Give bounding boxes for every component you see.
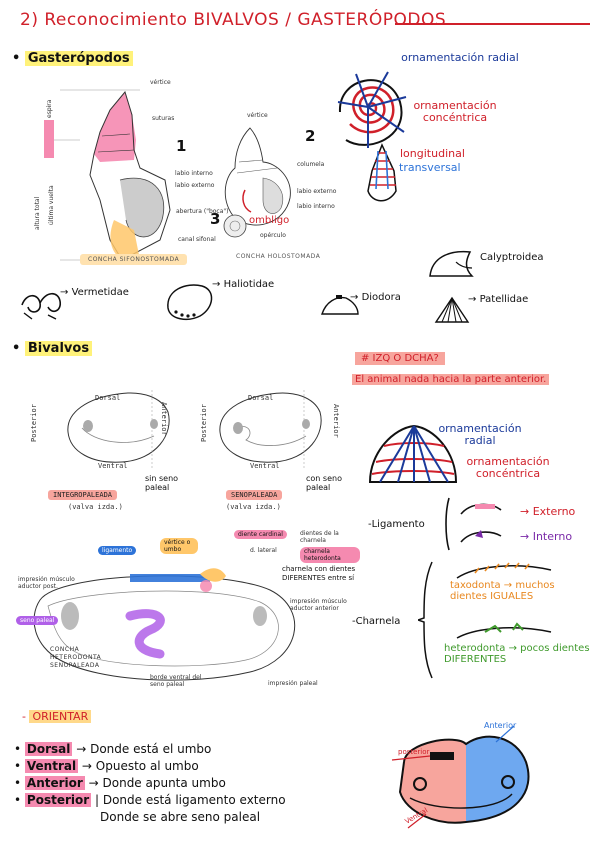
label-pallial-line: impresión paleal bbox=[268, 680, 318, 687]
haliotidae-sketch bbox=[167, 284, 213, 321]
left-valve-note: (valva izda.) bbox=[68, 503, 123, 511]
orient-posterior: • Posterior | Donde está ligamento exter… bbox=[14, 793, 286, 807]
bivalve-question: # IZQ O DCHA? bbox=[355, 352, 445, 365]
integropalliate-valve-figure bbox=[67, 390, 170, 470]
label-hinge-type: -Charnela bbox=[352, 616, 401, 627]
diodora-sketch bbox=[321, 295, 359, 315]
label-inner-lip-1: labio interno bbox=[175, 170, 213, 177]
label-lateral-tooth: d. lateral bbox=[250, 547, 277, 554]
heterodont-inner-valve-figure bbox=[33, 568, 296, 681]
label-bivalve-concentric: ornamentación concéntrica bbox=[466, 455, 550, 480]
label-last-whorl: última vuelta bbox=[48, 185, 55, 225]
left-valve-ventral: Ventral bbox=[98, 462, 128, 470]
title-underline bbox=[395, 23, 590, 25]
label-heterodont-hinge: charnela heterodonta bbox=[300, 547, 360, 563]
label-gastro-radial: ornamentación radial bbox=[401, 51, 519, 64]
bivalve-answer: El animal nada hacia la parte anterior. bbox=[352, 372, 572, 388]
diagram-label-anterior: Anterior bbox=[484, 721, 517, 730]
label-sinus-border: borde ventral del seno paleal bbox=[150, 674, 202, 688]
label-ligament-external: → Externo bbox=[520, 505, 576, 518]
orientation-diagram bbox=[391, 725, 530, 829]
figure-number-1: 1 bbox=[176, 137, 187, 155]
label-total-height: altura total bbox=[34, 196, 41, 230]
section-orient-heading: - ORIENTAR bbox=[22, 710, 92, 723]
page-title: 2) Reconocimiento BIVALVOS / GASTERÓPODO… bbox=[20, 10, 447, 30]
right-valve-posterior: Posterior bbox=[200, 404, 208, 442]
label-vertex-2: vértice bbox=[247, 112, 268, 119]
label-post-muscle: impresión músculo aductor post. bbox=[18, 576, 75, 590]
label-pallial-sinus: seno paleal bbox=[16, 616, 59, 625]
diagram-label-posterior: posterior bbox=[398, 748, 430, 756]
orient-posterior-extra: Donde se abre seno paleal bbox=[100, 810, 261, 824]
label-ligament-internal: → Interno bbox=[520, 530, 573, 543]
label-inner-lip-2: labio interno bbox=[297, 203, 335, 210]
holostome-shell-figure bbox=[223, 127, 291, 238]
right-valve-ventral: Ventral bbox=[250, 462, 280, 470]
note-hinge-different-teeth: charnela con dientes DIFERENTES entre sí bbox=[282, 565, 356, 582]
orient-dorsal: • Dorsal → Donde está el umbo bbox=[14, 742, 212, 756]
label-transversal: transversal bbox=[399, 161, 461, 174]
label-ligament: ligamento bbox=[98, 546, 137, 555]
label-umbilicus: ombligo bbox=[249, 215, 290, 226]
label-haliotidae: → Haliotidae bbox=[212, 279, 275, 290]
label-longitudinal: longitudinal bbox=[400, 147, 465, 160]
ligament-types-sketch bbox=[445, 497, 502, 551]
label-heterodont: heterodonta → pocos dientes DIFERENTES bbox=[444, 643, 590, 665]
label-siphonal-canal: canal sifonal bbox=[178, 236, 216, 243]
label-bivalve-radial: ornamentación radial bbox=[438, 422, 522, 447]
orient-ventral: • Ventral → Opuesto al umbo bbox=[14, 759, 199, 773]
heterodont-hinge-sketch bbox=[456, 622, 552, 639]
label-integropalliate: INTEGROPALEADA bbox=[48, 490, 118, 500]
label-calyptroidea: Calyptroidea bbox=[480, 252, 544, 263]
label-diodora: → Diodora bbox=[350, 292, 401, 303]
note-with-sinus: con seno paleal bbox=[306, 474, 342, 492]
right-valve-dorsal: Dorsal bbox=[248, 394, 274, 402]
label-sinupalliate: SENOPALEADA bbox=[226, 490, 283, 500]
label-ligament-type: -Ligamento bbox=[368, 519, 425, 530]
figure-number-2: 2 bbox=[305, 127, 316, 145]
label-cardinal-tooth: diente cardinal bbox=[234, 530, 287, 539]
bivalve-ornament-sketch bbox=[368, 424, 458, 483]
vermetidae-sketch bbox=[21, 292, 62, 320]
caption-siphonostome: CONCHA SIFONOSTOMADA bbox=[80, 254, 188, 265]
snail-ornament-sketch bbox=[337, 71, 407, 148]
label-operculum: opérculo bbox=[260, 232, 286, 239]
section-gastropods-heading: • Gasterópodos bbox=[12, 51, 133, 66]
label-aperture: abertura ("boca") bbox=[176, 208, 229, 215]
patellidae-sketch bbox=[434, 296, 470, 323]
label-outer-lip-1: labio externo bbox=[175, 182, 215, 189]
note-no-sinus: sin seno paleal bbox=[145, 474, 179, 492]
label-sutures: suturas bbox=[152, 115, 175, 122]
label-columella: columela bbox=[297, 161, 325, 168]
taxodont-hinge-sketch bbox=[456, 562, 552, 579]
label-umbo: vértice o umbo bbox=[160, 538, 198, 554]
calyptroidea-sketch bbox=[429, 250, 474, 277]
hinge-brace bbox=[418, 561, 433, 679]
label-hinge-teeth: dientes de la charnela bbox=[300, 530, 339, 544]
caption-heterodont: CONCHA HETERODONTA SENOPALEADA bbox=[50, 646, 102, 669]
label-patellidae: → Patellidae bbox=[468, 294, 529, 305]
left-valve-dorsal: Dorsal bbox=[95, 394, 121, 402]
right-valve-note: (valva izda.) bbox=[226, 503, 281, 511]
label-taxodont: taxodonta → muchos dientes IGUALES bbox=[450, 580, 555, 602]
left-valve-posterior: Posterior bbox=[30, 404, 38, 442]
label-gastro-concentric: ornamentación concéntrica bbox=[413, 99, 497, 124]
left-valve-anterior: Anterior bbox=[160, 402, 168, 436]
figure-number-3: 3 bbox=[210, 210, 221, 228]
sinupalliate-valve-figure bbox=[219, 390, 322, 470]
label-vertex-1: vértice bbox=[150, 79, 171, 86]
right-valve-anterior: Anterior bbox=[332, 404, 340, 438]
label-ant-muscle: impresión músculo aductor anterior bbox=[290, 598, 347, 612]
caption-holostome: CONCHA HOLOSTOMADA bbox=[236, 253, 321, 260]
label-spire: espira bbox=[46, 99, 53, 118]
section-bivalves-heading: • Bivalvos bbox=[12, 341, 93, 356]
turret-shell-sketch bbox=[367, 143, 397, 202]
label-outer-lip-2: labio externo bbox=[297, 188, 337, 195]
orient-anterior: • Anterior → Donde apunta umbo bbox=[14, 776, 226, 790]
label-vermetidae: → Vermetidae bbox=[60, 287, 129, 298]
